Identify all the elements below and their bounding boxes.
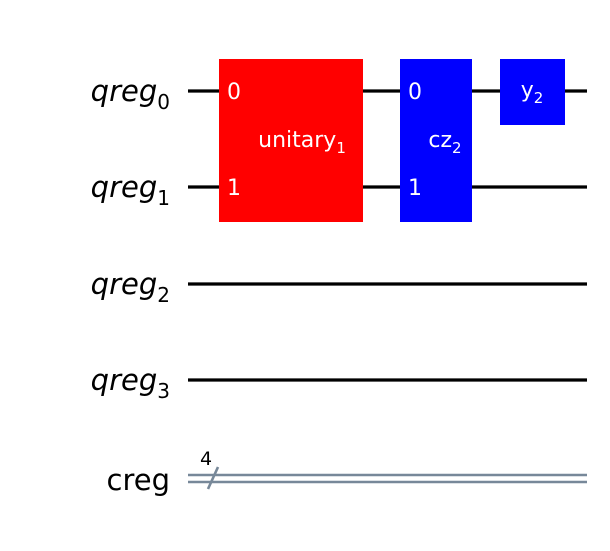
unitary-port-1: 1 bbox=[227, 176, 241, 201]
cz-port-0: 0 bbox=[408, 80, 422, 105]
qubit-label-0: qreg0 bbox=[91, 74, 170, 114]
y-gate: y2 bbox=[500, 59, 565, 125]
qubit-label-2: qreg2 bbox=[91, 267, 170, 307]
unitary-port-0: 0 bbox=[227, 80, 241, 105]
unitary-gate-label: unitary1 bbox=[258, 128, 346, 157]
cz-port-1: 1 bbox=[408, 176, 422, 201]
y-gate-box bbox=[500, 59, 565, 125]
qubit-label-1: qreg1 bbox=[91, 170, 170, 210]
y-gate-label: y2 bbox=[521, 78, 544, 107]
unitary-gate: 0 1 unitary1 bbox=[219, 59, 363, 222]
cz-gate-box bbox=[400, 59, 472, 222]
unitary-gate-box bbox=[219, 59, 363, 222]
creg-label: creg bbox=[107, 463, 170, 497]
cz-gate: 0 1 cz2 bbox=[400, 59, 472, 222]
qubit-label-3: qreg3 bbox=[91, 363, 170, 403]
cz-gate-label: cz2 bbox=[428, 128, 461, 157]
creg-size-label: 4 bbox=[200, 448, 212, 470]
bus-slash-icon bbox=[206, 466, 220, 490]
